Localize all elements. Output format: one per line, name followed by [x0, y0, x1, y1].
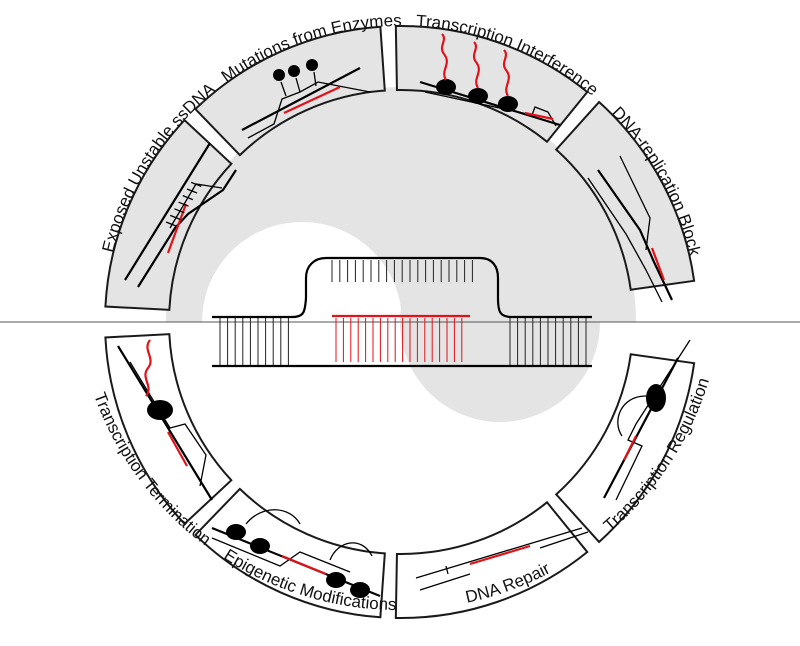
duplex-strand-top: [212, 256, 592, 319]
ladder-rungs-right: [509, 318, 587, 366]
ss-base: [169, 214, 181, 221]
illustration-replication-block: [587, 155, 673, 303]
illustration-epigenetic: [211, 509, 381, 598]
ss-base: [174, 208, 185, 214]
ss-base: [165, 221, 177, 227]
ladder-rungs-left: [219, 318, 289, 366]
segment-replication-block: [554, 100, 696, 291]
ladder-rungs-loop: [331, 260, 473, 282]
central-r-loop: [212, 256, 592, 368]
illustration-exposed-ssdna: [124, 142, 237, 288]
illustration-transcription-interference: [419, 33, 561, 127]
segment-mutations: [193, 25, 386, 157]
illustration-transcription-regulation: [603, 339, 691, 501]
hybrid-rungs: [335, 318, 463, 362]
illustration-transcription-termination: [117, 339, 213, 501]
illustration-dna-repair: [415, 527, 589, 591]
ss-base: [186, 188, 198, 194]
ss-base: [182, 194, 194, 201]
ss-base: [190, 181, 202, 188]
ss-base: [178, 201, 189, 207]
illustration-mutations: [241, 59, 371, 139]
segment-dna-repair: [394, 500, 589, 619]
